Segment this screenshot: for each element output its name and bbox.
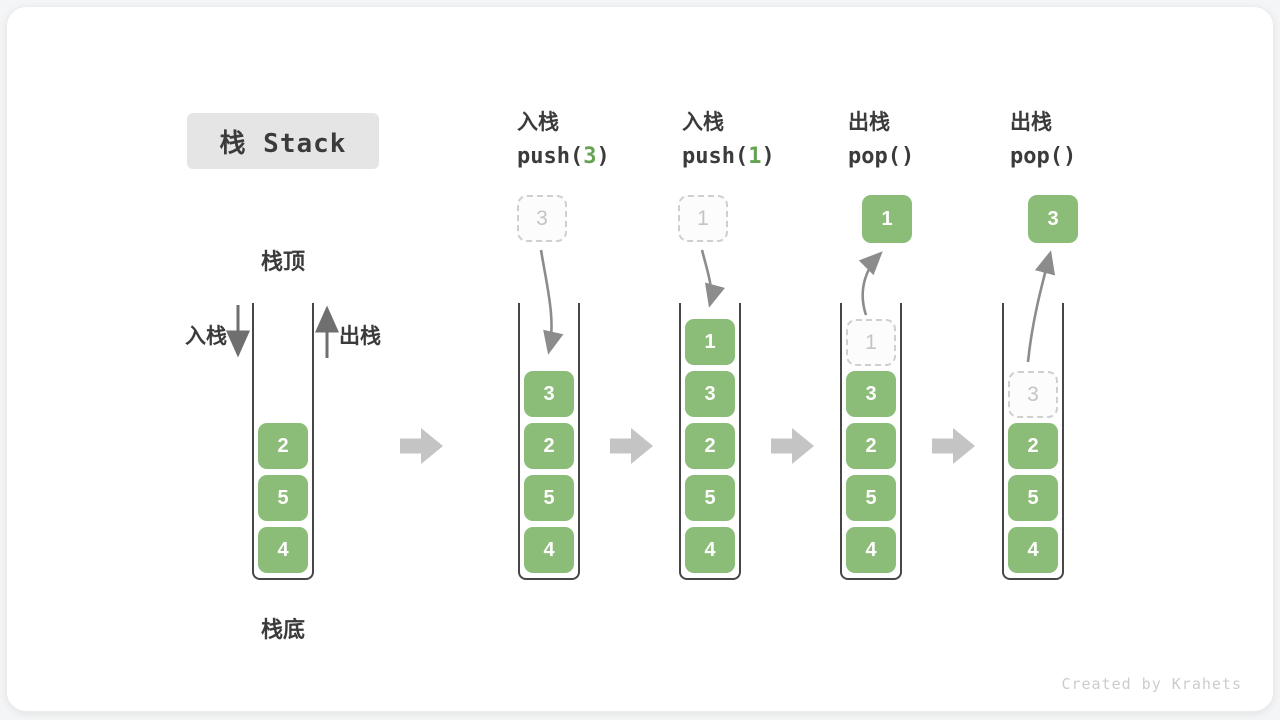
ghost-value-box: 3: [1008, 371, 1058, 418]
stack-value-box: 4: [524, 527, 574, 573]
stack-value-box: 5: [685, 475, 735, 521]
stack-value-box: 2: [1008, 423, 1058, 469]
op-code: pop(): [848, 144, 915, 169]
stack-value-box: 4: [685, 527, 735, 573]
op-header-pop1: 出栈 pop(): [848, 106, 998, 169]
op-label: 出栈: [1010, 111, 1052, 134]
op-header-push1: 入栈 push(1): [682, 106, 832, 169]
op-label: 出栈: [848, 111, 890, 134]
stack-value-box: 2: [685, 423, 735, 469]
stack-container: [1002, 303, 1064, 580]
stack-value-box: 5: [1008, 475, 1058, 521]
stack-value-box: 3: [524, 371, 574, 417]
op-code: push(3): [517, 144, 610, 169]
op-code: push(1): [682, 144, 775, 169]
stack-container: [252, 303, 314, 580]
stack-value-box: 5: [524, 475, 574, 521]
floating-value-box-popped: 3: [1028, 195, 1078, 243]
stack-value-box: 4: [1008, 527, 1058, 573]
op-arg: 1: [748, 144, 762, 169]
pop-side-label: 出栈: [339, 325, 381, 348]
op-header-push3: 入栈 push(3): [517, 106, 667, 169]
page-title: 栈 Stack: [187, 113, 379, 169]
op-header-pop3: 出栈 pop(): [1010, 106, 1160, 169]
stack-bottom-label: 栈底: [260, 617, 305, 642]
stack-value-box: 4: [258, 527, 308, 573]
stack-value-box: 5: [258, 475, 308, 521]
stack-value-box: 5: [846, 475, 896, 521]
floating-value-box-dashed: 3: [517, 195, 567, 242]
ghost-value-box: 1: [846, 319, 896, 366]
stack-value-box: 2: [524, 423, 574, 469]
floating-value-box-dashed: 1: [678, 195, 728, 242]
stack-value-box: 4: [846, 527, 896, 573]
stack-value-box: 1: [685, 319, 735, 365]
push-side-label: 入栈: [185, 325, 227, 348]
stack-top-label: 栈顶: [260, 249, 305, 274]
op-code: pop(): [1010, 144, 1077, 169]
stack-value-box: 3: [846, 371, 896, 417]
stack-container: [679, 303, 741, 580]
floating-value-box-popped: 1: [862, 195, 912, 243]
stack-value-box: 2: [258, 423, 308, 469]
watermark: Created by Krahets: [1061, 675, 1242, 693]
op-label: 入栈: [682, 111, 724, 134]
op-arg: 3: [583, 144, 597, 169]
stack-value-box: 3: [685, 371, 735, 417]
op-label: 入栈: [517, 111, 559, 134]
stack-container: [840, 303, 902, 580]
stack-value-box: 2: [846, 423, 896, 469]
stack-container: [518, 303, 580, 580]
